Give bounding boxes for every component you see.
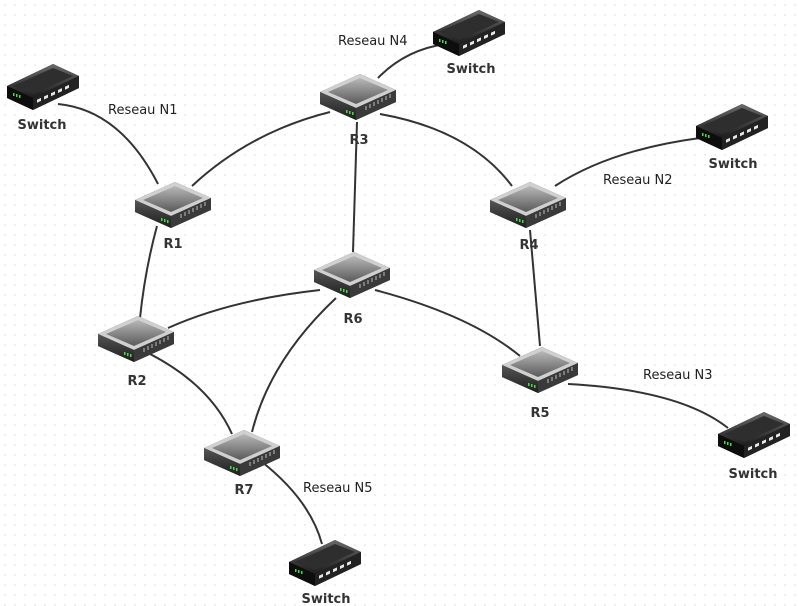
link-r2-r6 bbox=[167, 289, 321, 329]
link-s2-r4 bbox=[554, 137, 701, 187]
router-label: R5 bbox=[530, 406, 549, 421]
link-s4-r3 bbox=[377, 43, 446, 79]
link-s5-r7 bbox=[261, 461, 323, 545]
link-r3-r6 bbox=[352, 121, 358, 253]
switch-label: Switch bbox=[17, 118, 66, 133]
switch-s3[interactable]: Switch bbox=[718, 412, 790, 482]
router-label: R3 bbox=[349, 133, 368, 148]
link-s1-r1 bbox=[57, 103, 159, 185]
router-icon bbox=[489, 181, 567, 229]
network-label-n3: Reseau N3 bbox=[643, 368, 713, 383]
network-label-n2: Reseau N2 bbox=[603, 173, 673, 188]
router-icon bbox=[134, 181, 212, 229]
router-label: R6 bbox=[343, 312, 362, 327]
link-r4-r5 bbox=[529, 229, 541, 347]
router-icon bbox=[97, 315, 175, 363]
network-label-n1: Reseau N1 bbox=[108, 103, 178, 118]
switch-icon bbox=[718, 412, 790, 458]
router-label: R2 bbox=[127, 374, 146, 389]
switch-s5[interactable]: Switch bbox=[289, 540, 361, 606]
switch-s4[interactable]: Switch bbox=[433, 10, 505, 77]
links bbox=[57, 43, 729, 545]
router-label: R4 bbox=[519, 238, 538, 253]
link-r3-r4 bbox=[379, 113, 513, 187]
router-label: R1 bbox=[163, 237, 182, 252]
switch-icon bbox=[433, 10, 505, 56]
router-r1[interactable]: R1 bbox=[134, 181, 212, 252]
link-r6-r5 bbox=[374, 289, 521, 357]
switch-icon bbox=[289, 540, 361, 586]
link-r2-r7 bbox=[149, 353, 233, 435]
switch-label: Switch bbox=[708, 157, 757, 172]
link-s3-r5 bbox=[567, 383, 729, 429]
router-r4[interactable]: R4 bbox=[489, 181, 567, 253]
switch-s2[interactable]: Switch bbox=[696, 104, 768, 172]
switch-label: Switch bbox=[446, 62, 495, 77]
switch-s1[interactable]: Switch bbox=[7, 64, 79, 133]
network-label-n5: Reseau N5 bbox=[303, 481, 373, 496]
router-icon bbox=[319, 73, 397, 121]
router-r7[interactable]: R7 bbox=[203, 429, 281, 498]
router-r3[interactable]: R3 bbox=[319, 73, 397, 148]
router-icon bbox=[501, 346, 579, 394]
router-r2[interactable]: R2 bbox=[97, 315, 175, 389]
router-r5[interactable]: R5 bbox=[501, 346, 579, 421]
link-r6-r7 bbox=[251, 297, 337, 433]
switch-icon bbox=[696, 104, 768, 150]
link-r1-r3 bbox=[191, 111, 331, 187]
router-r6[interactable]: R6 bbox=[313, 251, 391, 327]
network-label-n4: Reseau N4 bbox=[338, 34, 408, 49]
router-label: R7 bbox=[234, 483, 253, 498]
link-r1-r2 bbox=[139, 225, 158, 319]
switch-label: Switch bbox=[728, 467, 777, 482]
switch-icon bbox=[7, 64, 79, 110]
switch-label: Switch bbox=[301, 592, 350, 606]
router-icon bbox=[203, 429, 281, 477]
